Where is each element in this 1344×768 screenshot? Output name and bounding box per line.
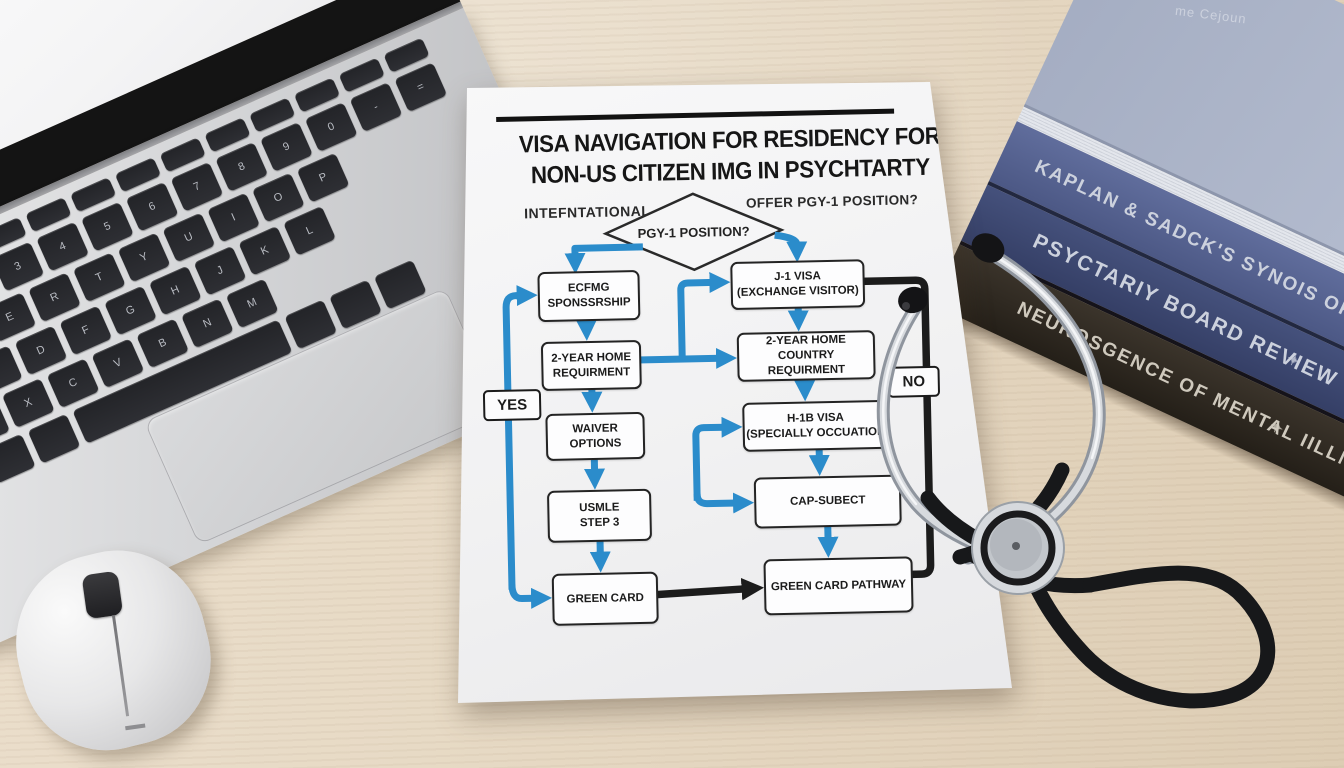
- key-L: L: [283, 205, 337, 256]
- flowchart-box-j1-visa: J-1 VISA (EXCHANGE VISITOR): [730, 259, 866, 311]
- paper-sheet: VISA NAVIGATION FOR RESIDENCY FOR NON-US…: [458, 82, 1012, 703]
- key-K: K: [238, 225, 292, 276]
- flowchart-box-usmle: USMLE STEP 3: [546, 488, 653, 543]
- key-T: T: [72, 252, 126, 303]
- mouse-seam-line: [111, 614, 130, 717]
- decision-diamond-label: PGY-1 POSITION?: [637, 223, 750, 241]
- key-Y: Y: [117, 232, 171, 283]
- key-U: U: [162, 212, 216, 263]
- key-8: 8: [215, 141, 269, 192]
- mouse-scroll-wheel: [81, 570, 124, 620]
- key-R: R: [28, 272, 82, 323]
- key-X: X: [1, 378, 55, 429]
- key-J: J: [193, 245, 247, 296]
- key-B: B: [136, 318, 190, 369]
- connector-home-to-j1: [677, 272, 731, 360]
- flowchart-box-waiver: WAIVER OPTIONS: [545, 411, 646, 461]
- no-label: NO: [887, 365, 941, 398]
- connector-diamond-to-ecfmg: [564, 243, 643, 275]
- flowchart-box-greencard-pathway: GREEN CARD PATHWAY: [763, 556, 914, 616]
- flowchart-box-cap-subject: CAP-SUBECT: [753, 474, 902, 529]
- key-4: 4: [36, 221, 90, 272]
- flowchart-box-ecfmg: ECFMG SPONSSRSHIP: [537, 269, 641, 323]
- flowchart-box-country-req: 2-YEAR HOME COUNTRY REQUIRMENT: [736, 330, 876, 382]
- key-I: I: [207, 192, 261, 243]
- key-H: H: [148, 265, 202, 316]
- connector-diamond-to-j1: [774, 231, 808, 263]
- key-C: C: [46, 358, 100, 409]
- key-F: F: [59, 305, 113, 356]
- key-6: 6: [125, 181, 179, 232]
- key-0: 0: [304, 102, 358, 152]
- key-blank: [27, 413, 81, 464]
- connector-yes-to-ecfmg: [502, 285, 538, 590]
- key-N: N: [180, 298, 234, 349]
- flowchart: VISA NAVIGATION FOR RESIDENCY FOR NON-US…: [458, 82, 1012, 703]
- key--: -: [349, 82, 403, 133]
- key-G: G: [103, 285, 158, 336]
- key-D: D: [14, 325, 68, 376]
- yes-label: YES: [482, 389, 542, 422]
- key-5: 5: [80, 201, 134, 252]
- key-O: O: [251, 172, 305, 223]
- book-cover-text-fragment: me Cejoun: [1174, 2, 1248, 27]
- connector-greencard-to-pathway: [653, 577, 765, 601]
- connector-bracket-to-h1b: [692, 416, 743, 501]
- key-7: 7: [170, 161, 224, 212]
- key-=: =: [394, 62, 448, 113]
- flowchart-box-home-req: 2-YEAR HOME REQUIRMENT: [540, 339, 642, 392]
- key-M: M: [225, 278, 279, 329]
- key-9: 9: [259, 121, 313, 172]
- decision-diamond: [602, 192, 785, 272]
- mouse-seam-tick: [125, 723, 146, 731]
- key-P: P: [296, 152, 350, 203]
- connector-bracket-to-cap: [693, 492, 755, 514]
- flowchart-paper: VISA NAVIGATION FOR RESIDENCY FOR NON-US…: [450, 75, 1020, 710]
- key-V: V: [91, 338, 145, 389]
- flowchart-box-greencard: GREEN CARD: [551, 571, 659, 626]
- flowchart-box-h1b-visa: H-1B VISA (SPECIALLY OCCUATION: [742, 399, 890, 452]
- connector-yes-to-greencard: [508, 584, 553, 609]
- key-blank: [0, 433, 36, 484]
